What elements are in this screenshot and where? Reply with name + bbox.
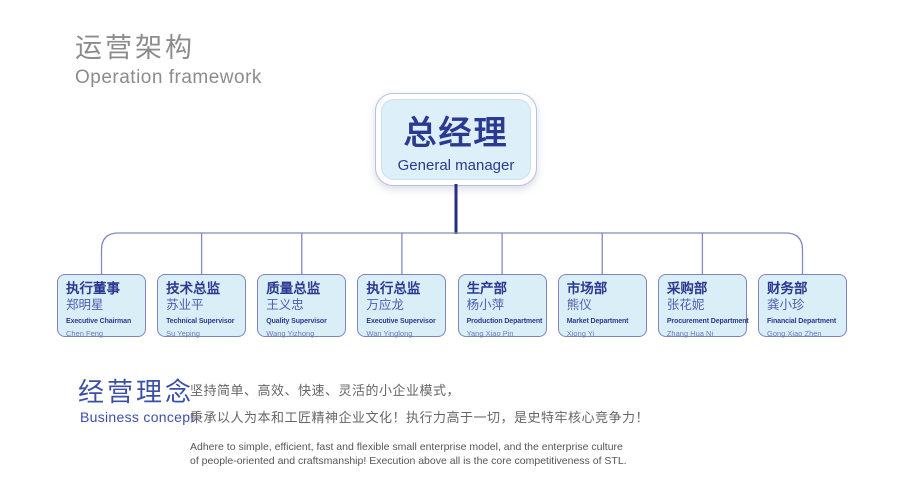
business-concept-title-zh: 经营理念 [78, 377, 195, 407]
person-name-zh: 万应龙 [366, 298, 404, 312]
department-title-en: Financial Department [766, 318, 837, 325]
department-node: 执行董事 郑明星 Executive Chairman Chen Feng [57, 274, 146, 338]
person-name-zh: 郑明星 [66, 298, 104, 312]
page-title: 运营架构 [75, 33, 195, 63]
department-title-en: Procurement Department [666, 318, 749, 325]
concept-line-en-2: of people-oriented and craftsmanship! Ex… [190, 455, 627, 467]
org-chart-connector-lines [100, 184, 804, 274]
department-row: 执行董事 郑明星 Executive Chairman Chen Feng 技术… [57, 274, 847, 338]
department-node: 生产部 杨小萍 Production Department Yang Xiao … [457, 274, 547, 338]
department-title-en: Production Department [466, 318, 543, 325]
person-name-zh: 苏业平 [166, 298, 204, 312]
department-title-en: Executive Supervisor [366, 318, 436, 325]
department-title-zh: 执行董事 [66, 281, 120, 296]
person-name-en: Su Yeping [166, 329, 200, 338]
department-node: 财务部 龚小珍 Financial Department Gong Xiao Z… [757, 274, 847, 338]
department-node: 采购部 张花妮 Procurement Department Zhang Hua… [657, 274, 749, 338]
page-header: 运营架构 Operation framework [75, 26, 262, 89]
department-title-zh: 财务部 [766, 281, 808, 296]
concept-line-zh-1: 坚持简单、高效、快速、灵活的小企业模式， [190, 383, 461, 398]
department-title-zh: 采购部 [666, 281, 708, 296]
department-node: 市场部 熊仪 Market Department Xiong Yi [557, 274, 647, 338]
concept-line-zh-2: 秉承以人为本和工匠精神企业文化！执行力高于一切，是史特牢核心竞争力！ [190, 410, 650, 425]
person-name-zh: 熊仪 [566, 298, 592, 312]
department-title-en: Executive Chairman [66, 318, 132, 325]
person-name-en: Wan Yinglong [366, 329, 413, 338]
department-node: 技术总监 苏业平 Technical Supervisor Su Yeping [157, 274, 247, 338]
person-name-en: Gong Xiao Zhen [766, 329, 822, 338]
department-title-zh: 质量总监 [266, 281, 321, 296]
general-manager-title-en: General manager [397, 156, 515, 174]
person-name-zh: 杨小萍 [466, 298, 505, 312]
person-name-zh: 龚小珍 [766, 298, 805, 312]
department-title-en: Technical Supervisor [166, 318, 235, 325]
person-name-zh: 张花妮 [666, 298, 705, 312]
person-name-en: Wang Yizhong [266, 329, 315, 338]
general-manager-node-inner: 总经理 General manager [381, 99, 531, 180]
person-name-en: Yang Xiao Pin [466, 329, 514, 338]
business-concept-title-en: Business concept [80, 409, 195, 425]
department-title-zh: 市场部 [566, 281, 608, 296]
person-name-zh: 王义忠 [266, 298, 304, 312]
general-manager-node: 总经理 General manager [375, 93, 537, 186]
department-title-zh: 技术总监 [166, 281, 221, 296]
department-title-zh: 生产部 [466, 281, 508, 296]
department-node: 执行总监 万应龙 Executive Supervisor Wan Yinglo… [357, 274, 447, 338]
concept-en-paragraph: Adhere to simple, efficient, fast and fl… [190, 440, 649, 468]
business-concept-body: 坚持简单、高效、快速、灵活的小企业模式， 秉承以人为本和工匠精神企业文化！执行力… [190, 377, 649, 468]
department-title-en: Quality Supervisor [266, 318, 327, 325]
department-node: 质量总监 王义忠 Quality Supervisor Wang Yizhong [257, 274, 347, 338]
person-name-en: Chen Feng [66, 329, 104, 338]
concept-line-en-1: Adhere to simple, efficient, fast and fl… [190, 441, 623, 453]
general-manager-title-zh: 总经理 [403, 113, 509, 151]
department-title-en: Market Department [566, 318, 629, 325]
person-name-en: Xiong Yi [566, 329, 595, 338]
person-name-en: Zhang Hua Ni [666, 329, 714, 338]
page-subtitle: Operation framework [75, 67, 262, 88]
business-concept-heading: 经营理念 Business concept [78, 372, 195, 425]
department-title-zh: 执行总监 [366, 281, 421, 296]
